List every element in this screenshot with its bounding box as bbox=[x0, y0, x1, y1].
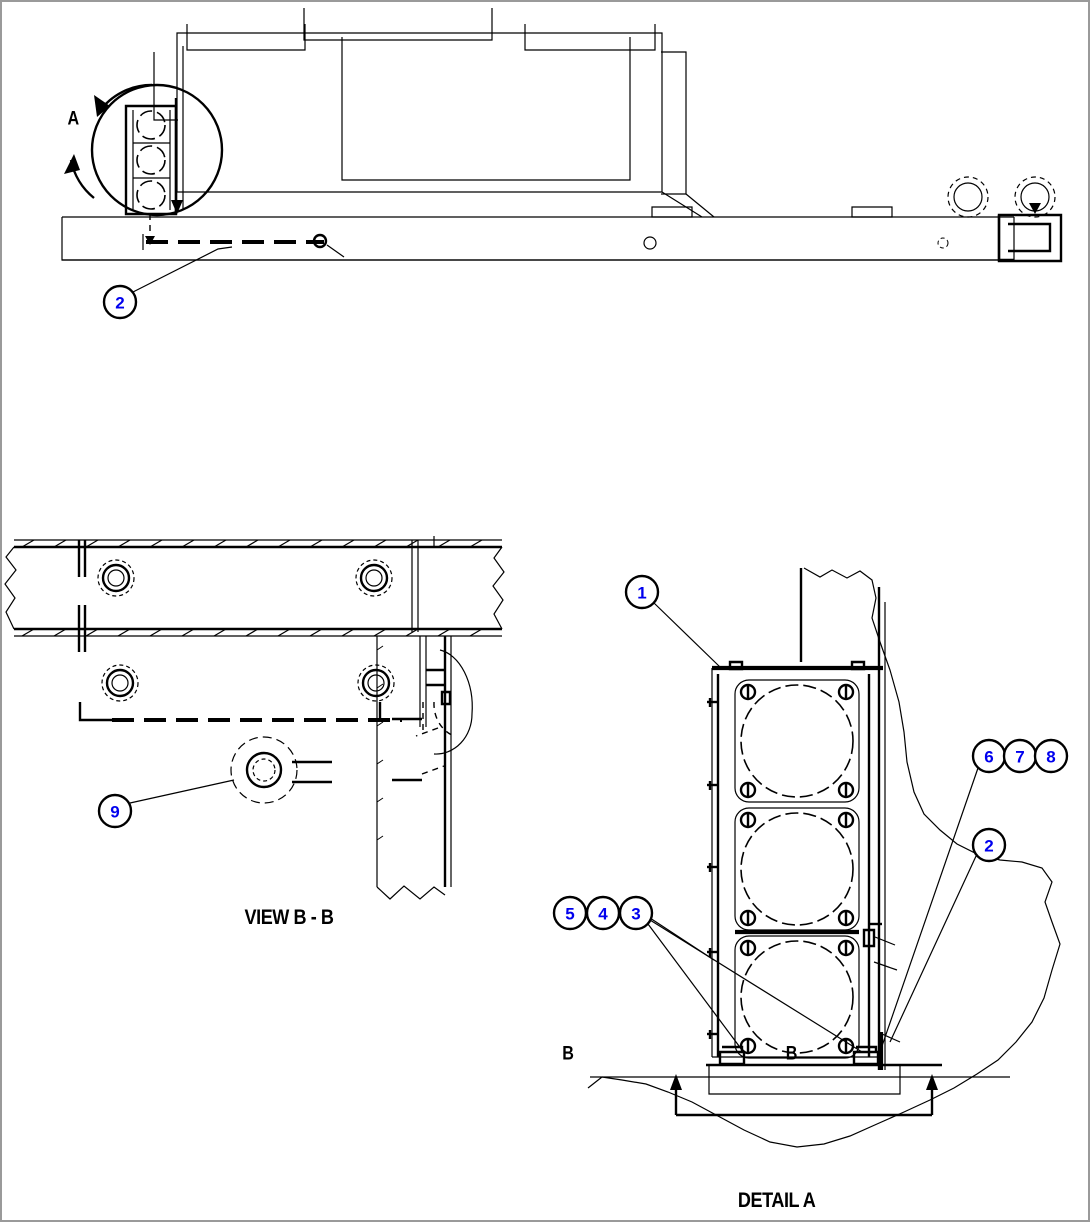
detail-a-circle-callout: A bbox=[64, 83, 224, 217]
vbb-vertical-post bbox=[376, 636, 473, 900]
balloon-group-543[interactable]: 5 4 3 bbox=[552, 895, 863, 1053]
da-section-b-arrows: B B bbox=[562, 1042, 938, 1117]
balloon-2-main-label: 2 bbox=[115, 294, 124, 313]
hidden-duct-route bbox=[142, 214, 345, 258]
balloon-7-label: 7 bbox=[1015, 748, 1024, 767]
vbb-hidden-bracket bbox=[78, 702, 402, 722]
vbb-bushing-item9 bbox=[230, 736, 332, 804]
balloon-1-label: 1 bbox=[637, 584, 646, 603]
balloon-group-678[interactable]: 6 7 8 bbox=[881, 738, 1069, 1047]
machine-body-outline bbox=[153, 8, 715, 218]
frame-rail bbox=[61, 206, 1015, 261]
balloon-8-label: 8 bbox=[1046, 748, 1055, 767]
view-b-b-title: VIEW B - B bbox=[245, 906, 334, 930]
da-base-floor bbox=[590, 1063, 1010, 1095]
da-mount-feet bbox=[718, 1045, 880, 1066]
da-break-boundary bbox=[587, 567, 1061, 1148]
balloon-2-main[interactable]: 2 bbox=[102, 246, 233, 320]
balloon-3-label: 3 bbox=[631, 905, 640, 924]
rear-hitch-assembly bbox=[947, 176, 1063, 263]
view-b-b: 9 VIEW B - B bbox=[4, 536, 505, 930]
balloon-9-viewbb[interactable]: 9 bbox=[97, 779, 235, 829]
balloon-9-label: 9 bbox=[110, 803, 119, 822]
balloon-2-detail[interactable]: 2 bbox=[889, 827, 1007, 1043]
da-fan-module-3 bbox=[734, 935, 860, 1059]
detail-a-title: DETAIL A bbox=[738, 1189, 816, 1213]
radiator-stack-main-view bbox=[124, 46, 184, 216]
detail-a-letter: A bbox=[68, 107, 80, 129]
da-fan-module-1 bbox=[734, 679, 860, 803]
section-b-letter-right: B bbox=[786, 1042, 798, 1064]
balloon-4-label: 4 bbox=[598, 905, 608, 924]
section-b-letter-left: B bbox=[562, 1042, 574, 1064]
da-fan-module-2 bbox=[734, 807, 860, 935]
vbb-bolt-heads bbox=[97, 559, 395, 702]
detail-a: B B 1 6 7 8 2 bbox=[552, 567, 1069, 1213]
vbb-top-plate bbox=[4, 536, 505, 652]
balloon-5-label: 5 bbox=[565, 905, 574, 924]
da-radiator-frame bbox=[707, 660, 883, 1058]
balloon-2-detail-label: 2 bbox=[984, 837, 993, 856]
balloon-1-detail[interactable]: 1 bbox=[624, 574, 721, 668]
balloon-6-label: 6 bbox=[984, 748, 993, 767]
